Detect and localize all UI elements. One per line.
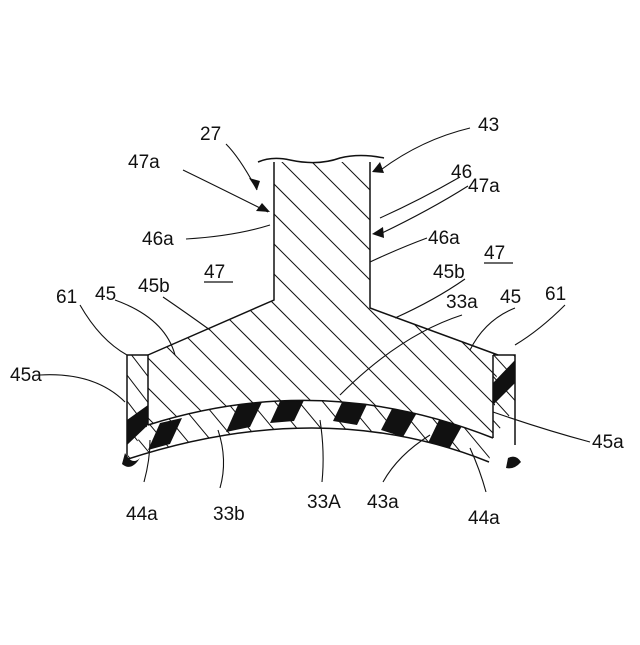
label-45a-right: 45a	[592, 432, 624, 453]
body-left-outline	[148, 162, 274, 355]
label-61-left: 61	[56, 287, 77, 308]
label-45a-left: 45a	[10, 365, 42, 386]
arrow-47a-right	[372, 227, 384, 238]
break-line	[258, 156, 384, 163]
label-43: 43	[478, 115, 499, 136]
left-pad-edge	[125, 355, 127, 460]
label-33b: 33b	[213, 504, 245, 525]
label-45b-left: 45b	[138, 276, 170, 297]
label-44a-right: 44a	[468, 508, 500, 529]
arrow-43	[372, 162, 384, 173]
label-27: 27	[200, 124, 221, 145]
label-45-right: 45	[500, 287, 521, 308]
label-47-left: 47	[204, 262, 225, 283]
label-47a-left: 47a	[128, 152, 160, 173]
label-46a-right: 46a	[428, 228, 460, 249]
label-47a-right: 47a	[468, 176, 500, 197]
leader-lines	[40, 128, 590, 492]
label-46a-left: 46a	[142, 229, 174, 250]
label-61-right: 61	[545, 284, 566, 305]
label-33A: 33A	[307, 492, 341, 513]
arrow-27	[249, 178, 260, 190]
label-44a-left: 44a	[126, 504, 158, 525]
right-arc-end	[506, 457, 521, 469]
label-33a: 33a	[446, 292, 478, 313]
left-arc-end	[122, 453, 140, 467]
label-45-left: 45	[95, 284, 116, 305]
label-43a: 43a	[367, 492, 399, 513]
label-45b-right: 45b	[433, 262, 465, 283]
label-47-right: 47	[484, 243, 505, 264]
